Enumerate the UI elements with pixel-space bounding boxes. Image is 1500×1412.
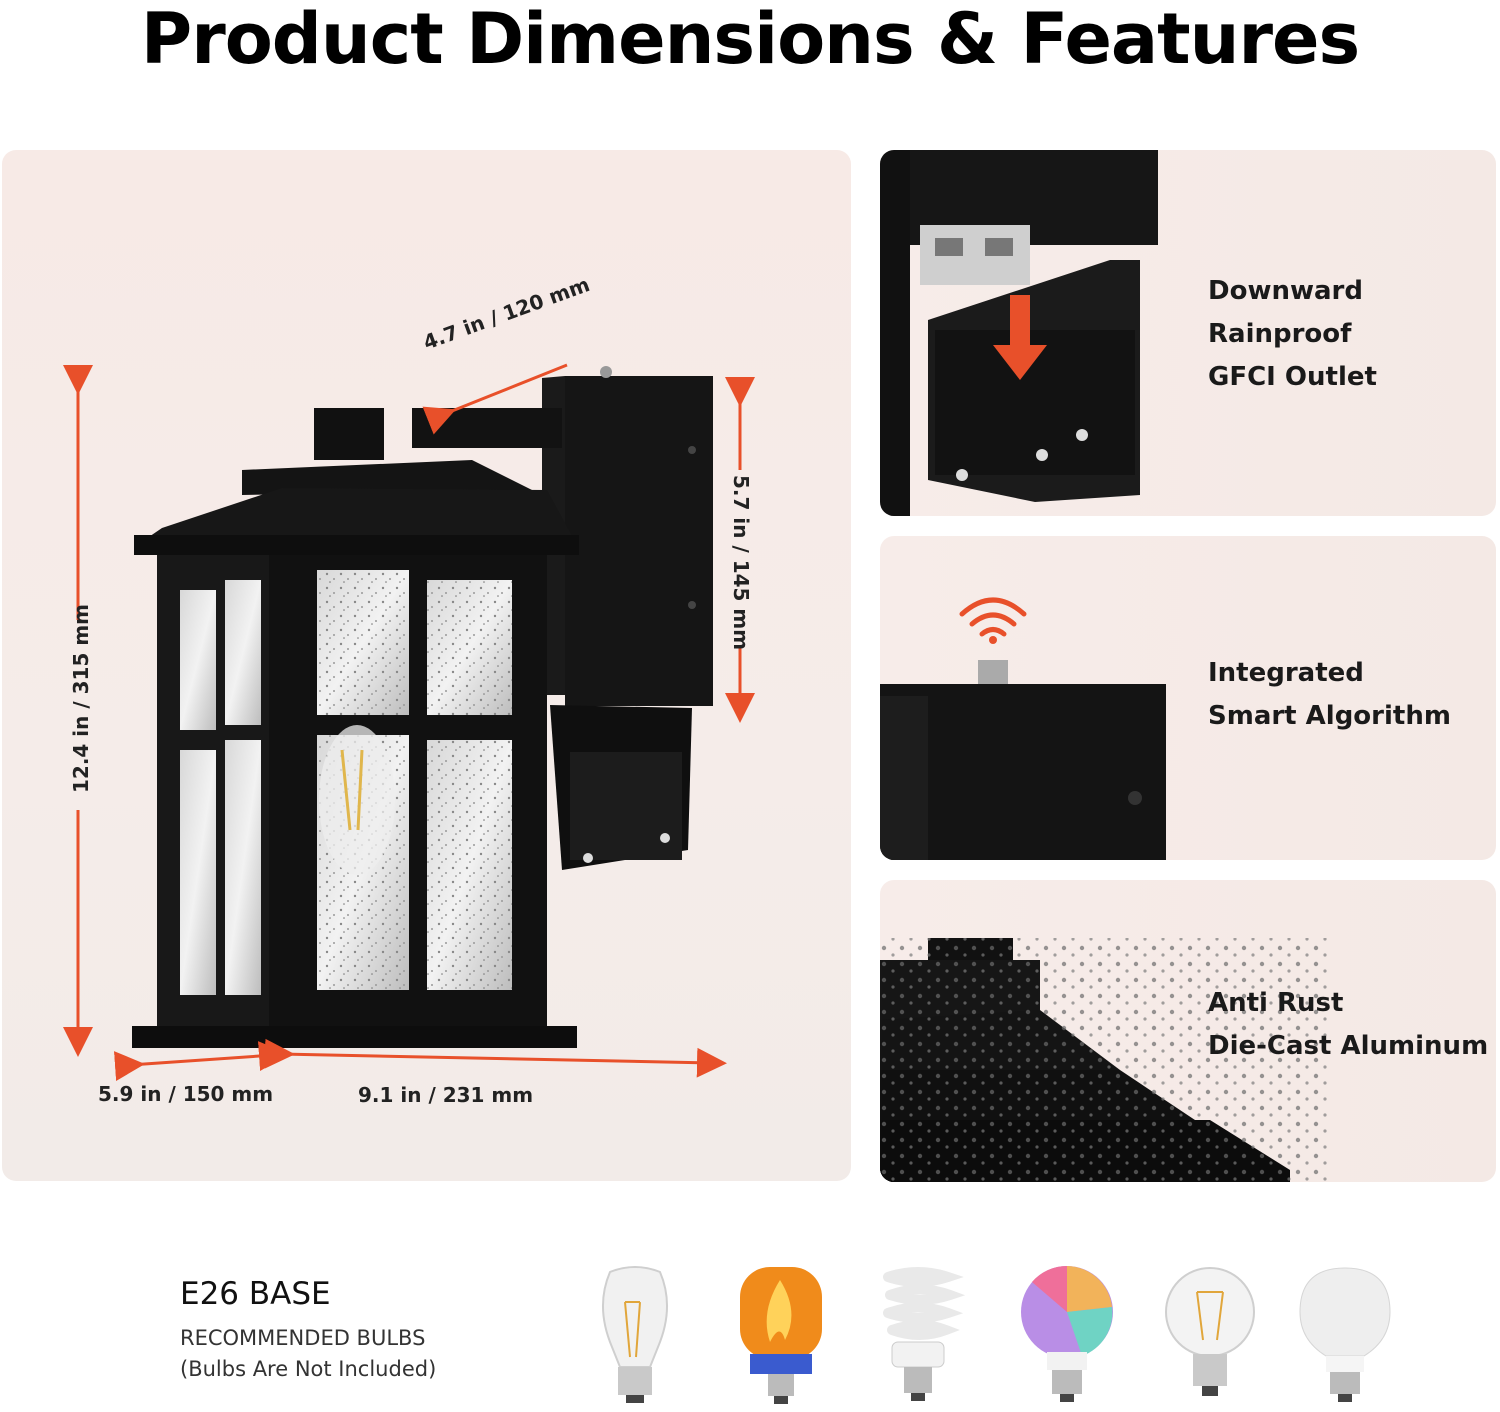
feature-line: Rainproof <box>1208 319 1352 349</box>
feature-line: Integrated <box>1208 658 1364 688</box>
dimension-extension-label: 9.1 in / 231 mm <box>358 1083 534 1107</box>
bulb-base-label: E26 BASE <box>180 1276 331 1312</box>
globe-filament-bulb-icon <box>1165 1267 1255 1396</box>
feature-line: Die-Cast Aluminum <box>1208 1031 1489 1061</box>
feature-card-smart: Integrated Smart Algorithm <box>880 536 1496 860</box>
led-a19-bulb-icon <box>1299 1267 1391 1402</box>
dimension-total-height-label: 12.4 in / 315 mm <box>69 603 93 793</box>
edison-filament-bulb-icon <box>601 1266 669 1403</box>
spiral-cfl-bulb-icon <box>883 1267 966 1401</box>
feature-text-rust: Anti Rust Die-Cast Aluminum <box>1208 982 1488 1068</box>
page-title: Product Dimensions & Features <box>140 0 1360 80</box>
feature-line: GFCI Outlet <box>1208 362 1377 392</box>
flame-bulb-icon <box>740 1267 822 1404</box>
dimension-width-label: 5.9 in / 150 mm <box>98 1082 274 1106</box>
feature-text-gfci: Downward Rainproof GFCI Outlet <box>1208 270 1377 399</box>
feature-line: Anti Rust <box>1208 988 1344 1018</box>
rgb-smart-bulb-icon <box>1021 1265 1113 1402</box>
feature-line: Smart Algorithm <box>1208 701 1451 731</box>
wifi-signal-icon <box>880 597 1166 860</box>
bulbs-note: (Bulbs Are Not Included) <box>180 1357 437 1381</box>
feature-text-smart: Integrated Smart Algorithm <box>1208 652 1451 738</box>
lantern-fixture-illustration <box>63 363 755 1082</box>
dimensions-panel: 4.7 in / 120 mm 5.7 in / 145 mm 12.4 in … <box>2 150 851 1181</box>
feature-card-gfci: Downward Rainproof GFCI Outlet <box>880 150 1496 516</box>
feature-card-rust: Anti Rust Die-Cast Aluminum <box>880 880 1496 1182</box>
dimension-box-height-label: 5.7 in / 145 mm <box>729 475 753 651</box>
feature-line: Downward <box>1208 276 1363 306</box>
rust-surface-icon <box>880 938 1330 1182</box>
outlet-cover-icon <box>880 150 1158 516</box>
bulb-recommendation: RECOMMENDED BULBS (Bulbs Are Not Include… <box>180 1323 436 1385</box>
recommended-bulbs-label: RECOMMENDED BULBS <box>180 1326 426 1350</box>
